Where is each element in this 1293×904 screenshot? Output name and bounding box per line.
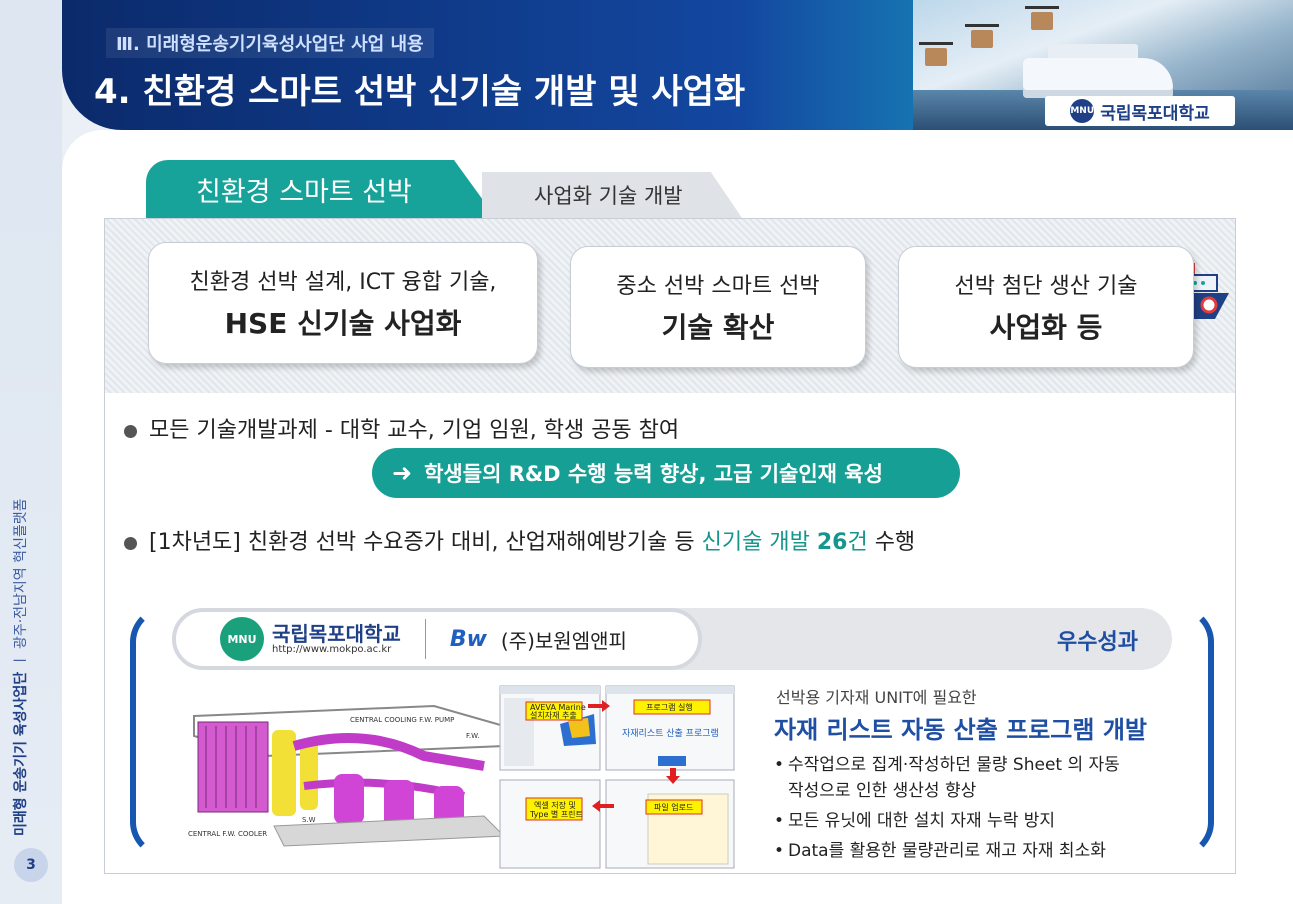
left-sidebar: 미래형 운송기기 육성사업단 ㅣ 광주·전남지역 혁신플랫폼 3: [0, 0, 62, 904]
achievement-header-bar: 우수성과: [648, 608, 1172, 670]
machine-label-fw: F.W.: [466, 732, 479, 740]
sidebar-title-light: 광주·전남지역 혁신플랫폼: [13, 498, 29, 650]
card-line2: HSE 신기술 사업화: [224, 307, 462, 340]
card-line2: 사업화 등: [989, 311, 1103, 344]
tab-commercialization[interactable]: 사업화 기술 개발: [482, 172, 742, 218]
card-advanced-production: 선박 첨단 생산 기술 사업화 등: [898, 246, 1194, 368]
drone-icon: [1025, 6, 1059, 30]
screen-label-aveva2: 설치자재 추출: [530, 710, 577, 720]
screen-label-aveva1: AVEVA Marine: [530, 703, 586, 712]
program-workflow-image: AVEVA Marine 설치자재 추출 프로그램 실행 자재리스트 산출 프로…: [499, 685, 735, 869]
card-eco-design: 친환경 선박 설계, ICT 융합 기술, HSE 신기술 사업화: [148, 242, 538, 364]
bullet-item: [1차년도] 친환경 선박 수요증가 대비, 산업재해예방기술 등 신기술 개발…: [124, 524, 915, 556]
mnu-emblem-icon: MNU: [220, 617, 264, 661]
drone-icon: [919, 42, 953, 66]
achievement-label: 우수성과: [1057, 630, 1138, 655]
bullet-text: 모든 기술개발과제 - 대학 교수, 기업 임원, 학생 공동 참여: [149, 418, 680, 443]
card-line1: 친환경 선박 설계, ICT 융합 기술,: [189, 270, 497, 295]
highlight-unit: 건: [847, 530, 868, 555]
sidebar-title-bold: 미래형 운송기기 육성사업단: [13, 671, 29, 836]
screen-label-program: 자재리스트 산출 프로그램: [622, 727, 719, 739]
arrow-pill-text: 학생들의 R&D 수행 능력 향상, 고급 기술인재 육성: [424, 462, 883, 486]
list-item: Data를 활용한 물량관리로 재고 자재 최소화: [774, 838, 1120, 864]
university-emblem-icon: MNU: [1070, 99, 1095, 123]
pump-unit-3d-image: CENTRAL COOLING F.W. PUMP F.W. S.W CENTR…: [188, 704, 506, 847]
card-line2: 기술 확산: [661, 311, 775, 344]
mnu-name: 국립목포대학교: [272, 621, 401, 646]
highlight-count: 26: [816, 530, 848, 555]
arrow-right-icon: ➜: [392, 459, 413, 487]
section-subtitle: Ⅲ. 미래형운송기기육성사업단 사업 내용: [106, 28, 434, 58]
card-smart-ship-spread: 중소 선박 스마트 선박 기술 확산: [570, 246, 866, 368]
tab-eco-smart-ship[interactable]: 친환경 스마트 선박: [146, 160, 496, 218]
machine-label-sw: S.W: [302, 816, 316, 824]
page-title: 4. 친환경 스마트 선박 신기술 개발 및 사업화: [94, 72, 746, 112]
achievement-frame: [130, 606, 1214, 858]
screen-label-excel2: Type 별 프린트: [529, 809, 583, 819]
university-logo: MNU 국립목포대학교: [1045, 96, 1235, 126]
partner-logos: MNU 국립목포대학교 http://www.mokpo.ac.kr Bw (주…: [172, 608, 702, 670]
bw-company-name: (주)보원엠앤피: [500, 628, 627, 653]
sidebar-vertical-text: 미래형 운송기기 육성사업단 ㅣ 광주·전남지역 혁신플랫폼: [10, 498, 30, 836]
card-line1: 선박 첨단 생산 기술: [954, 274, 1138, 299]
mnu-url[interactable]: http://www.mokpo.ac.kr: [272, 643, 392, 655]
bullet-dot-icon: [124, 536, 137, 550]
cruise-ship-graphic: [1023, 58, 1173, 98]
machine-label-cooler: CENTRAL F.W. COOLER: [188, 830, 267, 838]
screen-label-excel1: 엑셀 저장 및: [534, 800, 576, 810]
bullet-dot-icon: [124, 424, 137, 438]
university-logo-text: 국립목포대학교: [1100, 103, 1210, 124]
cruise-ship-upper: [1048, 44, 1138, 62]
highlight-text: 신기술 개발: [701, 530, 817, 555]
machine-label-pump: CENTRAL COOLING F.W. PUMP: [350, 716, 454, 724]
screen-label-run: 프로그램 실행: [646, 702, 693, 712]
logo-divider: [424, 619, 426, 659]
content-area: 친환경 스마트 선박 사업화 기술 개발 친환경 선박 설계, ICT 융합 기…: [62, 130, 1293, 904]
page-number: 3: [14, 848, 48, 882]
drone-icon: [965, 24, 999, 48]
bullet-text-end: 수행: [867, 530, 916, 555]
achievement-subtitle: 선박용 기자재 UNIT에 필요한: [776, 688, 977, 707]
mnu-logo: MNU 국립목포대학교 http://www.mokpo.ac.kr: [220, 617, 401, 661]
screen-label-upload: 파일 업로드: [654, 803, 693, 812]
bullet-item: 모든 기술개발과제 - 대학 교수, 기업 임원, 학생 공동 참여: [124, 412, 679, 444]
bw-logo-icon: Bw: [449, 626, 487, 652]
bullet-text: [1차년도] 친환경 선박 수요증가 대비, 산업재해예방기술 등: [149, 530, 702, 555]
result-arrow-pill: ➜ 학생들의 R&D 수행 능력 향상, 고급 기술인재 육성: [372, 448, 960, 498]
list-item: 모든 유닛에 대한 설치 자재 누락 방지: [774, 808, 1120, 834]
sidebar-separator: ㅣ: [13, 653, 29, 667]
header-banner: Ⅲ. 미래형운송기기육성사업단 사업 내용 4. 친환경 스마트 선박 신기술 …: [62, 0, 1293, 130]
achievement-title: 자재 리스트 자동 산출 프로그램 개발: [774, 716, 1147, 744]
card-line1: 중소 선박 스마트 선박: [616, 274, 820, 299]
